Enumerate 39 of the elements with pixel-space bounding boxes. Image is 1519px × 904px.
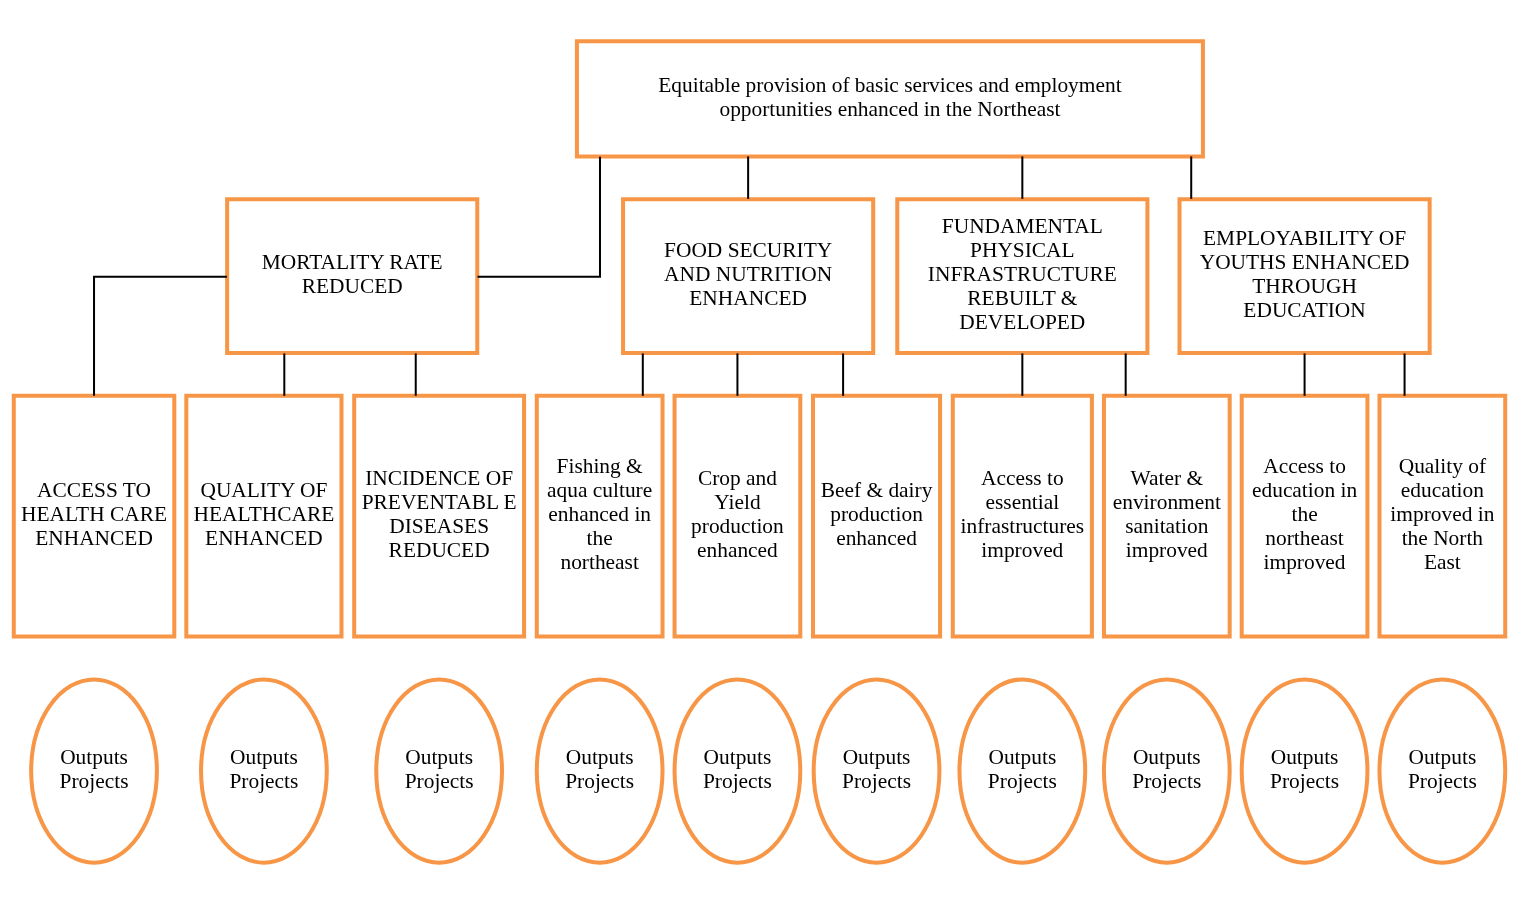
node-ellipse: Outputs Projects xyxy=(957,677,1088,865)
node-box: Crop and Yield production enhanced xyxy=(672,393,803,639)
connector xyxy=(747,156,750,199)
connector xyxy=(414,353,417,396)
connector xyxy=(641,353,644,396)
node-box: INCIDENCE OF PREVENTABL E DISEASES REDUCED xyxy=(352,393,527,639)
node-ellipse: Outputs Projects xyxy=(374,677,504,865)
connector xyxy=(1021,156,1024,199)
node-ellipse: Outputs Projects xyxy=(534,677,665,865)
node-box: Beef & dairy production enhanced xyxy=(811,393,943,639)
node-box: QUALITY OF HEALTHCARE ENHANCED xyxy=(184,393,344,639)
node-box: Equitable provision of basic services and employment opportunities enhanced in the Northeast xyxy=(574,39,1205,159)
node-box: Water & environment sanitation improved xyxy=(1101,393,1232,639)
connector xyxy=(1303,353,1306,396)
connector xyxy=(1403,353,1406,396)
connector xyxy=(736,353,739,396)
node-box: MORTALITY RATE REDUCED xyxy=(225,197,480,356)
node-box: Quality of education improved in the North East xyxy=(1377,393,1508,639)
node-box: EMPLOYABILITY OF YOUTHS ENHANCED THROUGH EDUCATION xyxy=(1177,197,1432,356)
node-box: Fishing & aqua culture enhanced in the northeast xyxy=(534,393,665,639)
node-ellipse: Outputs Projects xyxy=(29,677,159,865)
connector xyxy=(1190,156,1193,199)
node-ellipse: Outputs Projects xyxy=(1101,677,1232,865)
node-box: FUNDAMENTAL PHYSICAL INFRASTRUCTURE REBUILT & DEVELOPED xyxy=(895,197,1150,356)
connector xyxy=(842,353,845,396)
node-ellipse: Outputs Projects xyxy=(1239,677,1370,865)
node-ellipse: Outputs Projects xyxy=(1377,677,1508,865)
node-box: Access to essential infrastructures improved xyxy=(950,393,1094,639)
connector xyxy=(283,353,286,396)
connector xyxy=(93,275,227,396)
connector xyxy=(1021,353,1024,396)
connector xyxy=(477,156,601,278)
node-box: Access to education in the northeast improved xyxy=(1239,393,1370,639)
node-box: ACCESS TO HEALTH CARE ENHANCED xyxy=(11,393,177,639)
node-ellipse: Outputs Projects xyxy=(811,677,942,865)
connector xyxy=(1124,353,1127,396)
node-ellipse: Outputs Projects xyxy=(672,677,803,865)
node-box: FOOD SECURITY AND NUTRITION ENHANCED xyxy=(621,197,876,356)
node-ellipse: Outputs Projects xyxy=(199,677,329,865)
